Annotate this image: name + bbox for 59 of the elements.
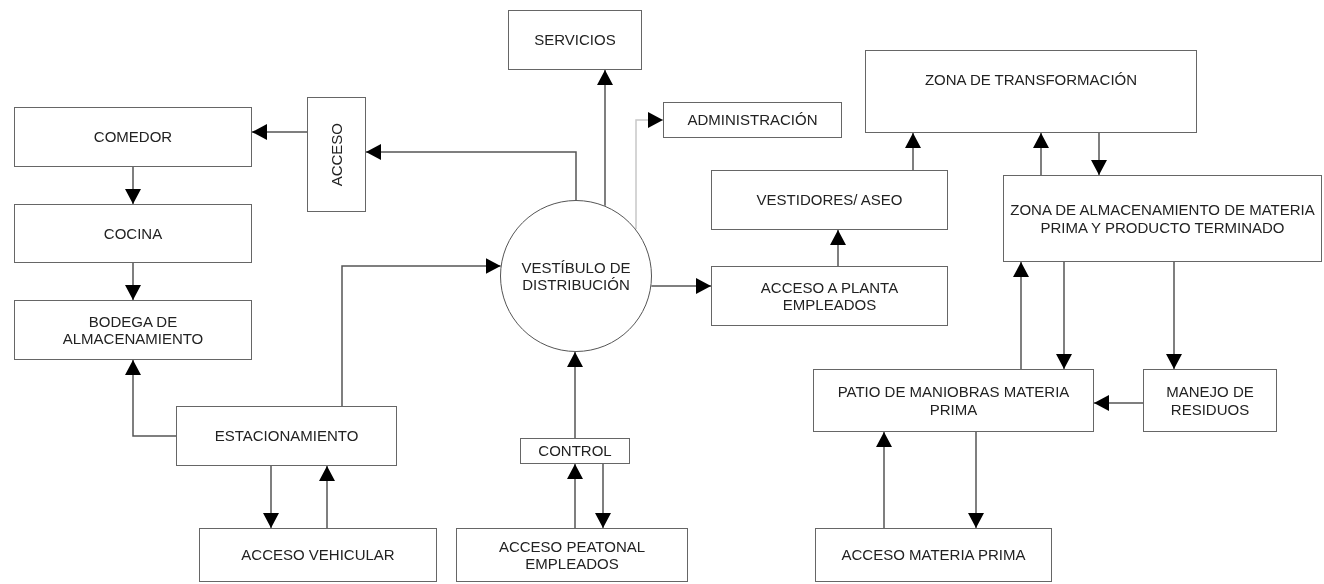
area-box — [456, 528, 688, 582]
arrow — [341, 258, 502, 407]
arrow — [830, 229, 846, 267]
area-box — [520, 438, 630, 464]
area-box — [1143, 369, 1277, 432]
area-label: ZONA DE ALMACENAMIENTO DE MATERIA PRIMA Y PRODUCTO TERMINADO — [1009, 201, 1316, 236]
arrow — [595, 463, 611, 529]
area-label: SERVICIOS — [534, 31, 616, 49]
area-label: ACCESO PEATONAL EMPLEADOS — [497, 537, 647, 573]
area-box — [199, 528, 437, 582]
area-box — [1003, 175, 1322, 262]
area-label: ACCESO — [327, 122, 346, 187]
area-box — [663, 102, 842, 138]
area-label: COCINA — [103, 224, 163, 243]
arrow — [1093, 395, 1144, 411]
arrow — [968, 431, 984, 529]
area-box — [14, 204, 252, 263]
area-box — [176, 406, 397, 466]
arrow — [567, 351, 583, 439]
arrow — [125, 166, 141, 205]
area-box — [813, 369, 1094, 432]
arrow — [905, 132, 921, 171]
arrow — [263, 465, 279, 529]
arrow — [365, 144, 577, 201]
arrow — [635, 112, 664, 231]
arrow — [319, 465, 335, 529]
area-box — [307, 97, 366, 212]
area-box — [711, 266, 948, 326]
area-label: CONTROL — [538, 442, 612, 460]
arrow — [1056, 261, 1072, 370]
area-label: ACCESO A PLANTA EMPLEADOS — [759, 278, 900, 314]
area-label: ESTACIONAMIENTO — [214, 427, 359, 445]
area-box — [865, 50, 1197, 133]
arrow — [1013, 261, 1029, 370]
area-box — [711, 170, 948, 230]
area-box — [508, 10, 642, 70]
arrow — [125, 262, 141, 301]
arrow — [650, 278, 712, 294]
area-label: ACCESO VEHICULAR — [241, 546, 395, 564]
arrow — [567, 463, 583, 529]
area-label: MANEJO DE RESIDUOS — [1165, 383, 1255, 418]
area-label: ADMINISTRACIÓN — [687, 111, 818, 129]
area-label: PATIO DE MANIOBRAS MATERIA PRIMA — [836, 383, 1071, 418]
arrow — [1091, 132, 1107, 176]
arrow — [1166, 261, 1182, 370]
area-box — [14, 107, 252, 167]
area-label: ACCESO MATERIA PRIMA — [841, 546, 1026, 564]
area-label: COMEDOR — [93, 128, 173, 146]
area-box — [815, 528, 1052, 582]
arrow — [876, 431, 892, 529]
arrow — [1033, 132, 1049, 176]
area-label: ZONA DE TRANSFORMACIÓN — [924, 71, 1138, 89]
area-label: BODEGA DE ALMACENAMIENTO — [61, 312, 205, 348]
arrow — [125, 359, 177, 437]
area-label: VESTIDORES/ ASEO — [756, 191, 903, 209]
arrow — [597, 69, 613, 207]
area-box — [14, 300, 252, 360]
arrow — [251, 124, 308, 140]
area-label: VESTÍBULO DE DISTRIBUCIÓN — [520, 258, 632, 294]
